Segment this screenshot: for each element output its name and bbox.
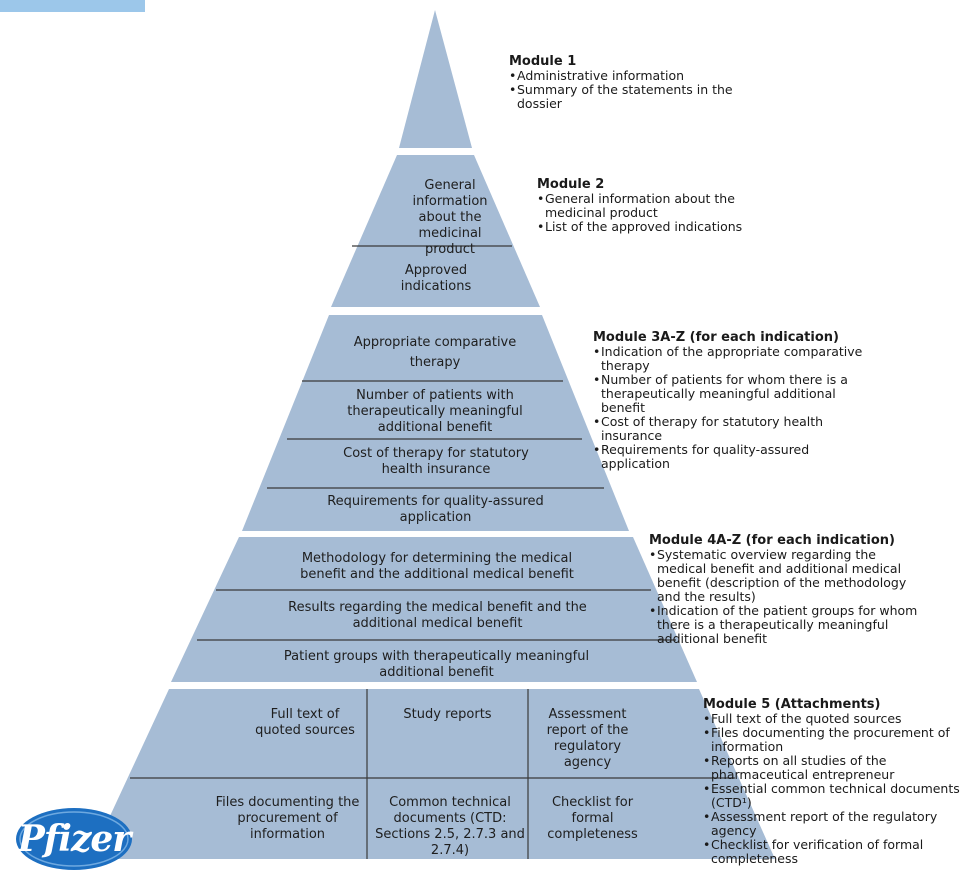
module-5-item: Assessment report of the regulatory agen… xyxy=(703,810,961,838)
module-1-title: Module 1 xyxy=(509,54,577,69)
segment-comparative-therapy: Appropriate comparative therapy xyxy=(353,335,517,370)
pyramid-tier-module-2 xyxy=(331,155,540,307)
module-2-item: General information about the medicinal … xyxy=(537,192,782,220)
segment-study-reports: Study reports xyxy=(403,707,492,722)
module-5-item: Files documenting the procurement of inf… xyxy=(703,726,961,754)
segment-methodology: Methodology for determining the medical … xyxy=(300,551,574,582)
pyramid-tier-module-4 xyxy=(171,537,697,682)
segment-results: Results regarding the medical benefit an… xyxy=(288,600,587,631)
module-3-item: Cost of therapy for statutory health ins… xyxy=(593,415,863,443)
segment-full-text-sources: Full text of quoted sources xyxy=(255,707,355,738)
corner-accent-bar xyxy=(0,0,145,12)
segment-assessment-report: Assessment report of the regulatory agen… xyxy=(546,707,629,770)
module-5-title: Module 5 (Attachments) xyxy=(703,697,881,712)
segment-cost-of-therapy: Cost of therapy for statutory health ins… xyxy=(343,446,529,477)
module-3-item: Number of patients for whom there is a t… xyxy=(593,373,863,415)
module-2-description: Module 2 General information about the m… xyxy=(537,177,782,235)
module-4-title: Module 4A-Z (for each indication) xyxy=(649,533,895,548)
segment-approved-indications: Approved indications xyxy=(400,263,472,294)
module-2-title: Module 2 xyxy=(537,177,605,192)
module-1-item: Administrative information xyxy=(509,69,749,84)
module-5-description: Module 5 (Attachments) Full text of the … xyxy=(703,698,961,866)
module-4-item: Indication of the patient groups for who… xyxy=(649,604,921,646)
segment-patient-groups: Patient groups with therapeutically mean… xyxy=(283,649,590,680)
pfizer-logo: Pfizer xyxy=(14,806,134,872)
module-1-item: Summary of the statements in the dossier xyxy=(509,83,749,111)
module-4-item: Systematic overview regarding the medica… xyxy=(649,548,921,604)
module-3-item: Requirements for quality-assured applica… xyxy=(593,443,863,471)
module-4-description: Module 4A-Z (for each indication) System… xyxy=(649,534,921,646)
segment-common-technical-documents: Common technical documents (CTD: Section… xyxy=(375,795,525,858)
pyramid-tier-module-3 xyxy=(242,315,629,531)
segment-checklist: Checklist for formal completeness xyxy=(547,795,638,842)
module-2-item: List of the approved indications xyxy=(537,220,782,235)
logo-text: Pfizer xyxy=(17,818,132,860)
segment-files-procurement: Files documenting the procurement of inf… xyxy=(215,795,360,842)
module-3-description: Module 3A-Z (for each indication) Indica… xyxy=(593,331,863,471)
segment-general-information: General information about the medicinal … xyxy=(412,178,488,257)
segment-number-of-patients: Number of patients with therapeutically … xyxy=(347,388,523,435)
logo-oval-shape xyxy=(16,808,132,870)
pyramid-tier-module-5 xyxy=(90,689,775,859)
pyramid-tier-module-1 xyxy=(399,10,472,148)
module-5-item: Full text of the quoted sources xyxy=(703,712,961,727)
module-3-item: Indication of the appropriate comparativ… xyxy=(593,345,863,373)
module-5-item: Essential common technical documents (CT… xyxy=(703,782,961,810)
module-1-description: Module 1 Administrative information Summ… xyxy=(509,55,749,111)
module-5-item: Reports on all studies of the pharmaceut… xyxy=(703,754,961,782)
module-5-item: Checklist for verification of formal com… xyxy=(703,838,961,866)
segment-quality-assured-application: Requirements for quality-assured applica… xyxy=(327,494,544,525)
module-3-title: Module 3A-Z (for each indication) xyxy=(593,330,839,345)
